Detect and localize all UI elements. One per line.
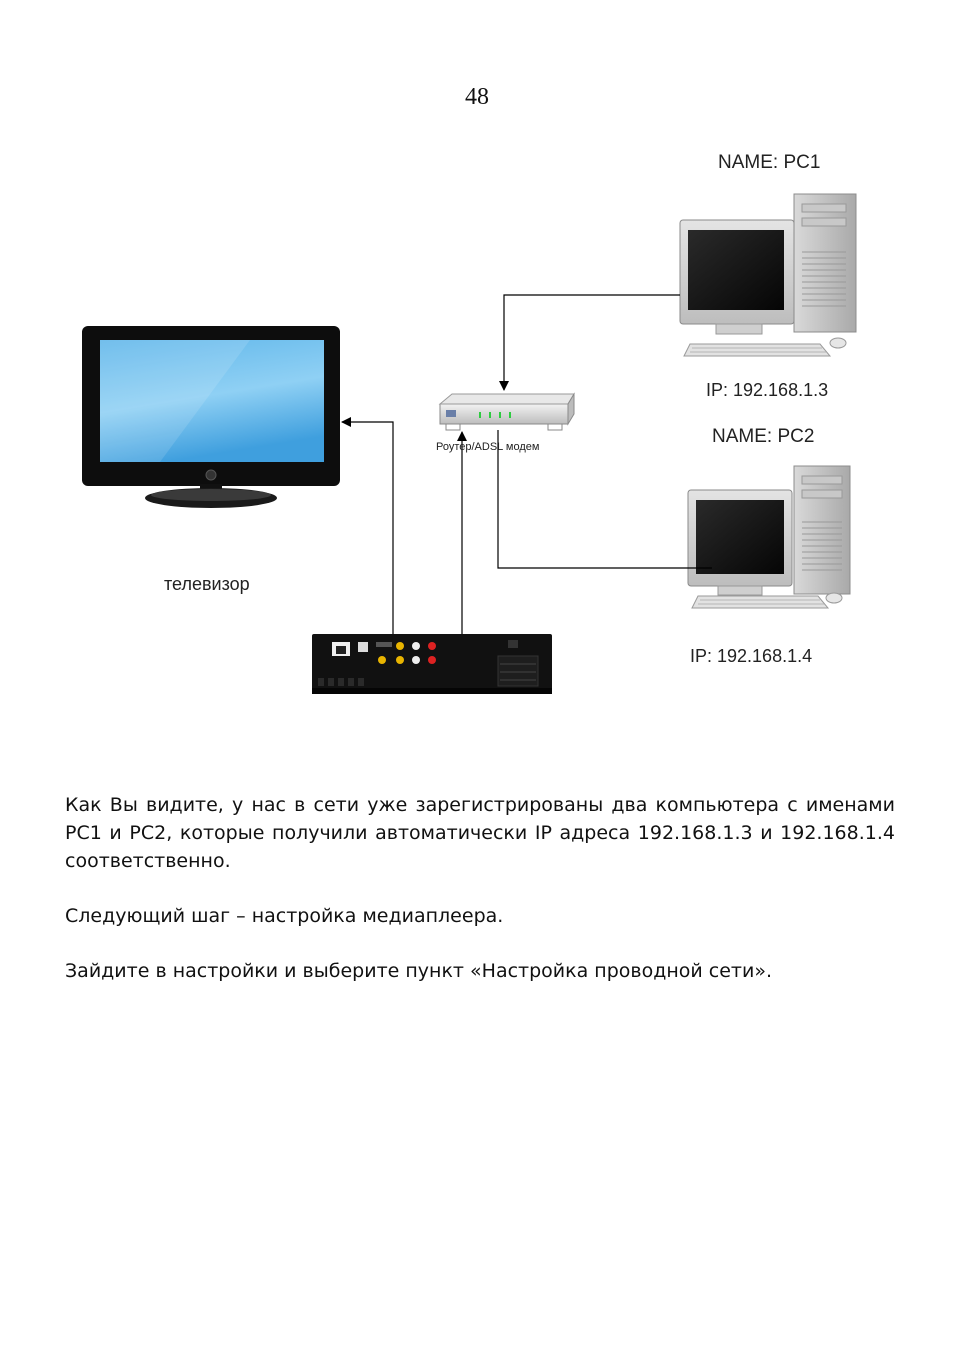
router-label: Роутер/ADSL модем <box>436 441 540 453</box>
page-number: 48 <box>465 84 489 110</box>
pc1-illustration <box>679 193 857 357</box>
tv-illustration <box>82 326 340 508</box>
paragraph-networked-pcs: Как Вы видите, у нас в сети уже зарегист… <box>65 794 895 872</box>
router-illustration <box>438 392 575 431</box>
paragraph-next-step: Следующий шаг – настройка медиаплеера. <box>65 905 504 927</box>
paragraph-open-settings: Зайдите в настройки и выберите пункт «На… <box>65 960 773 982</box>
pc2-ip-label: IP: 192.168.1.4 <box>690 646 813 666</box>
pc1-name-label: NAME: PC1 <box>718 152 821 173</box>
player-to-tv-line <box>341 417 394 634</box>
pc1-ip-label: IP: 192.168.1.3 <box>706 380 829 400</box>
tv-label: телевизор <box>164 574 250 594</box>
pc2-name-label: NAME: PC2 <box>712 426 815 447</box>
network-connections <box>341 294 712 634</box>
network-diagram <box>82 193 857 694</box>
pc2-illustration <box>687 465 851 609</box>
pc2-to-router-line <box>497 430 712 569</box>
media-player-illustration <box>312 634 552 694</box>
pc1-to-router-line <box>499 294 680 391</box>
